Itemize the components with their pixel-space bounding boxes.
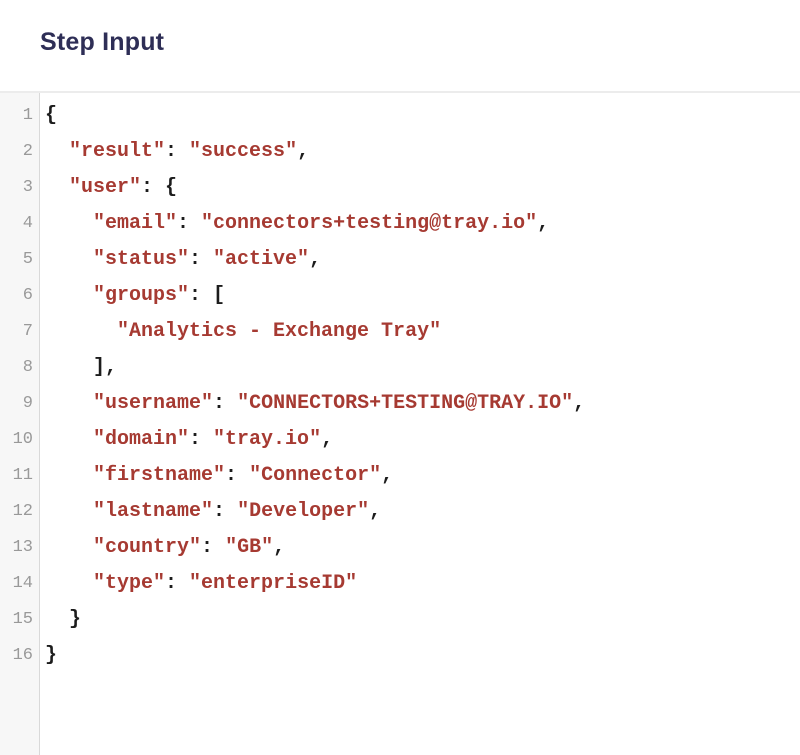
- json-punctuation-token: :: [213, 500, 238, 523]
- json-string-token: "user": [69, 176, 142, 199]
- json-punctuation-token: :: [165, 140, 190, 163]
- code-line: "type": "enterpriseID": [45, 566, 800, 602]
- json-punctuation-token: ],: [45, 356, 118, 379]
- json-punctuation-token: ,: [381, 464, 394, 487]
- json-punctuation-token: [45, 428, 93, 451]
- code-line: }: [45, 638, 800, 674]
- json-string-token: "domain": [93, 428, 190, 451]
- line-number: 1: [22, 106, 33, 125]
- code-line: "firstname": "Connector",: [45, 458, 800, 494]
- code-line: "username": "CONNECTORS+TESTING@TRAY.IO"…: [45, 386, 800, 422]
- json-string-token: "status": [93, 248, 190, 271]
- line-number: 14: [12, 574, 33, 593]
- json-string-token: "firstname": [93, 464, 226, 487]
- line-number: 16: [12, 646, 33, 665]
- json-punctuation-token: [45, 284, 93, 307]
- line-number: 7: [22, 322, 33, 341]
- json-punctuation-token: [45, 572, 93, 595]
- code-line: ],: [45, 350, 800, 386]
- json-punctuation-token: {: [45, 104, 58, 127]
- line-number: 5: [22, 250, 33, 269]
- json-string-token: "type": [93, 572, 166, 595]
- panel-header: Step Input: [0, 0, 800, 91]
- json-string-token: "Developer": [237, 500, 370, 523]
- line-number: 11: [12, 466, 33, 485]
- code-line: "email": "connectors+testing@tray.io",: [45, 206, 800, 242]
- json-punctuation-token: [45, 212, 93, 235]
- json-string-token: "GB": [225, 536, 274, 559]
- code-line: {: [45, 98, 800, 134]
- json-string-token: "CONNECTORS+TESTING@TRAY.IO": [237, 392, 574, 415]
- json-string-token: "username": [93, 392, 214, 415]
- line-number: 6: [22, 286, 33, 305]
- json-punctuation-token: :: [177, 212, 202, 235]
- json-string-token: "country": [93, 536, 202, 559]
- line-number: 8: [22, 358, 33, 377]
- json-punctuation-token: :: [225, 464, 250, 487]
- json-punctuation-token: ,: [321, 428, 334, 451]
- json-string-token: "result": [69, 140, 166, 163]
- json-string-token: "connectors+testing@tray.io": [201, 212, 538, 235]
- line-number: 13: [12, 538, 33, 557]
- code-line: "result": "success",: [45, 134, 800, 170]
- code-pane[interactable]: { "result": "success", "user": { "email"…: [40, 93, 800, 755]
- json-punctuation-token: ,: [537, 212, 550, 235]
- code-line: "groups": [: [45, 278, 800, 314]
- json-punctuation-token: : {: [141, 176, 178, 199]
- json-punctuation-token: [45, 176, 69, 199]
- code-line: "user": {: [45, 170, 800, 206]
- json-punctuation-token: ,: [273, 536, 286, 559]
- code-line: }: [45, 602, 800, 638]
- json-punctuation-token: :: [189, 428, 214, 451]
- json-string-token: "active": [213, 248, 310, 271]
- json-string-token: "success": [189, 140, 298, 163]
- json-punctuation-token: [45, 536, 93, 559]
- code-line: "country": "GB",: [45, 530, 800, 566]
- json-punctuation-token: :: [213, 392, 238, 415]
- code-line: "lastname": "Developer",: [45, 494, 800, 530]
- code-line: "status": "active",: [45, 242, 800, 278]
- json-punctuation-token: }: [45, 644, 58, 667]
- code-line: "domain": "tray.io",: [45, 422, 800, 458]
- json-punctuation-token: [45, 320, 117, 343]
- line-number: 12: [12, 502, 33, 521]
- json-punctuation-token: [45, 500, 93, 523]
- json-punctuation-token: : [: [189, 284, 226, 307]
- line-number: 9: [22, 394, 33, 413]
- json-punctuation-token: ,: [573, 392, 586, 415]
- line-number: 15: [12, 610, 33, 629]
- json-punctuation-token: [45, 464, 93, 487]
- json-punctuation-token: ,: [309, 248, 322, 271]
- json-punctuation-token: ,: [297, 140, 310, 163]
- json-string-token: "lastname": [93, 500, 214, 523]
- json-string-token: "tray.io": [213, 428, 322, 451]
- json-string-token: "email": [93, 212, 178, 235]
- json-punctuation-token: :: [165, 572, 190, 595]
- page-title: Step Input: [40, 28, 165, 56]
- line-number: 4: [22, 214, 33, 233]
- json-punctuation-token: :: [201, 536, 226, 559]
- json-string-token: "enterpriseID": [189, 572, 358, 595]
- json-punctuation-token: }: [45, 608, 82, 631]
- json-punctuation-token: [45, 248, 93, 271]
- line-number: 10: [12, 430, 33, 449]
- json-string-token: "groups": [93, 284, 190, 307]
- json-punctuation-token: [45, 392, 93, 415]
- json-string-token: "Connector": [249, 464, 382, 487]
- line-number: 3: [22, 178, 33, 197]
- line-number: 2: [22, 142, 33, 161]
- code-line: "Analytics - Exchange Tray": [45, 314, 800, 350]
- json-punctuation-token: [45, 140, 69, 163]
- json-punctuation-token: :: [189, 248, 214, 271]
- json-punctuation-token: ,: [369, 500, 382, 523]
- json-string-token: "Analytics - Exchange Tray": [117, 320, 442, 343]
